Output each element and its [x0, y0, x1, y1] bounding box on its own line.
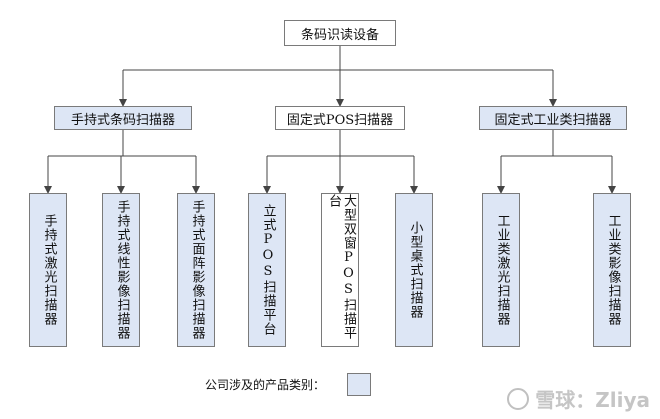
leaf-label: 立式POS扫描平台: [260, 204, 276, 336]
leaf-industrial-laser: 工业类激光扫描器: [482, 193, 520, 347]
leaf-industrial-image: 工业类影像扫描器: [593, 193, 631, 347]
leaf-label: 工业类影像扫描器: [605, 214, 621, 326]
category-fixed-pos: 固定式POS扫描器: [275, 106, 405, 130]
leaf-label: 小型桌式扫描器: [407, 221, 423, 319]
watermark-text: 雪球：Zliya: [535, 388, 650, 412]
leaf-label: 大型双窗POS扫描平台: [326, 194, 356, 340]
leaf-label: 手持式激光扫描器: [41, 214, 57, 326]
watermark: 雪球：Zliya: [507, 384, 650, 413]
leaf-label: 工业类激光扫描器: [494, 214, 510, 326]
leaf-handheld-linear-image: 手持式线性影像扫描器: [102, 193, 140, 347]
leaf-handheld-area-image: 手持式面阵影像扫描器: [177, 193, 215, 347]
leaf-small-desktop: 小型桌式扫描器: [395, 193, 433, 347]
leaf-large-dual-window-pos: 大型双窗POS扫描平台: [321, 193, 359, 347]
category-handheld: 手持式条码扫描器: [54, 106, 192, 130]
leaf-handheld-laser: 手持式激光扫描器: [29, 193, 67, 347]
root-label: 条码识读设备: [300, 27, 379, 43]
legend-swatch: [347, 373, 371, 396]
leaf-label: 手持式面阵影像扫描器: [189, 200, 205, 340]
category-label: 固定式工业类扫描器: [494, 112, 612, 128]
legend-label: 公司涉及的产品类别：: [205, 378, 326, 392]
category-fixed-industrial: 固定式工业类扫描器: [479, 106, 627, 130]
xueqiu-logo-icon: [507, 387, 530, 410]
root-node: 条码识读设备: [284, 20, 396, 46]
leaf-vertical-pos: 立式POS扫描平台: [248, 193, 286, 347]
category-label: 固定式POS扫描器: [286, 112, 394, 128]
category-label: 手持式条码扫描器: [70, 112, 175, 128]
leaf-label: 手持式线性影像扫描器: [114, 200, 130, 340]
